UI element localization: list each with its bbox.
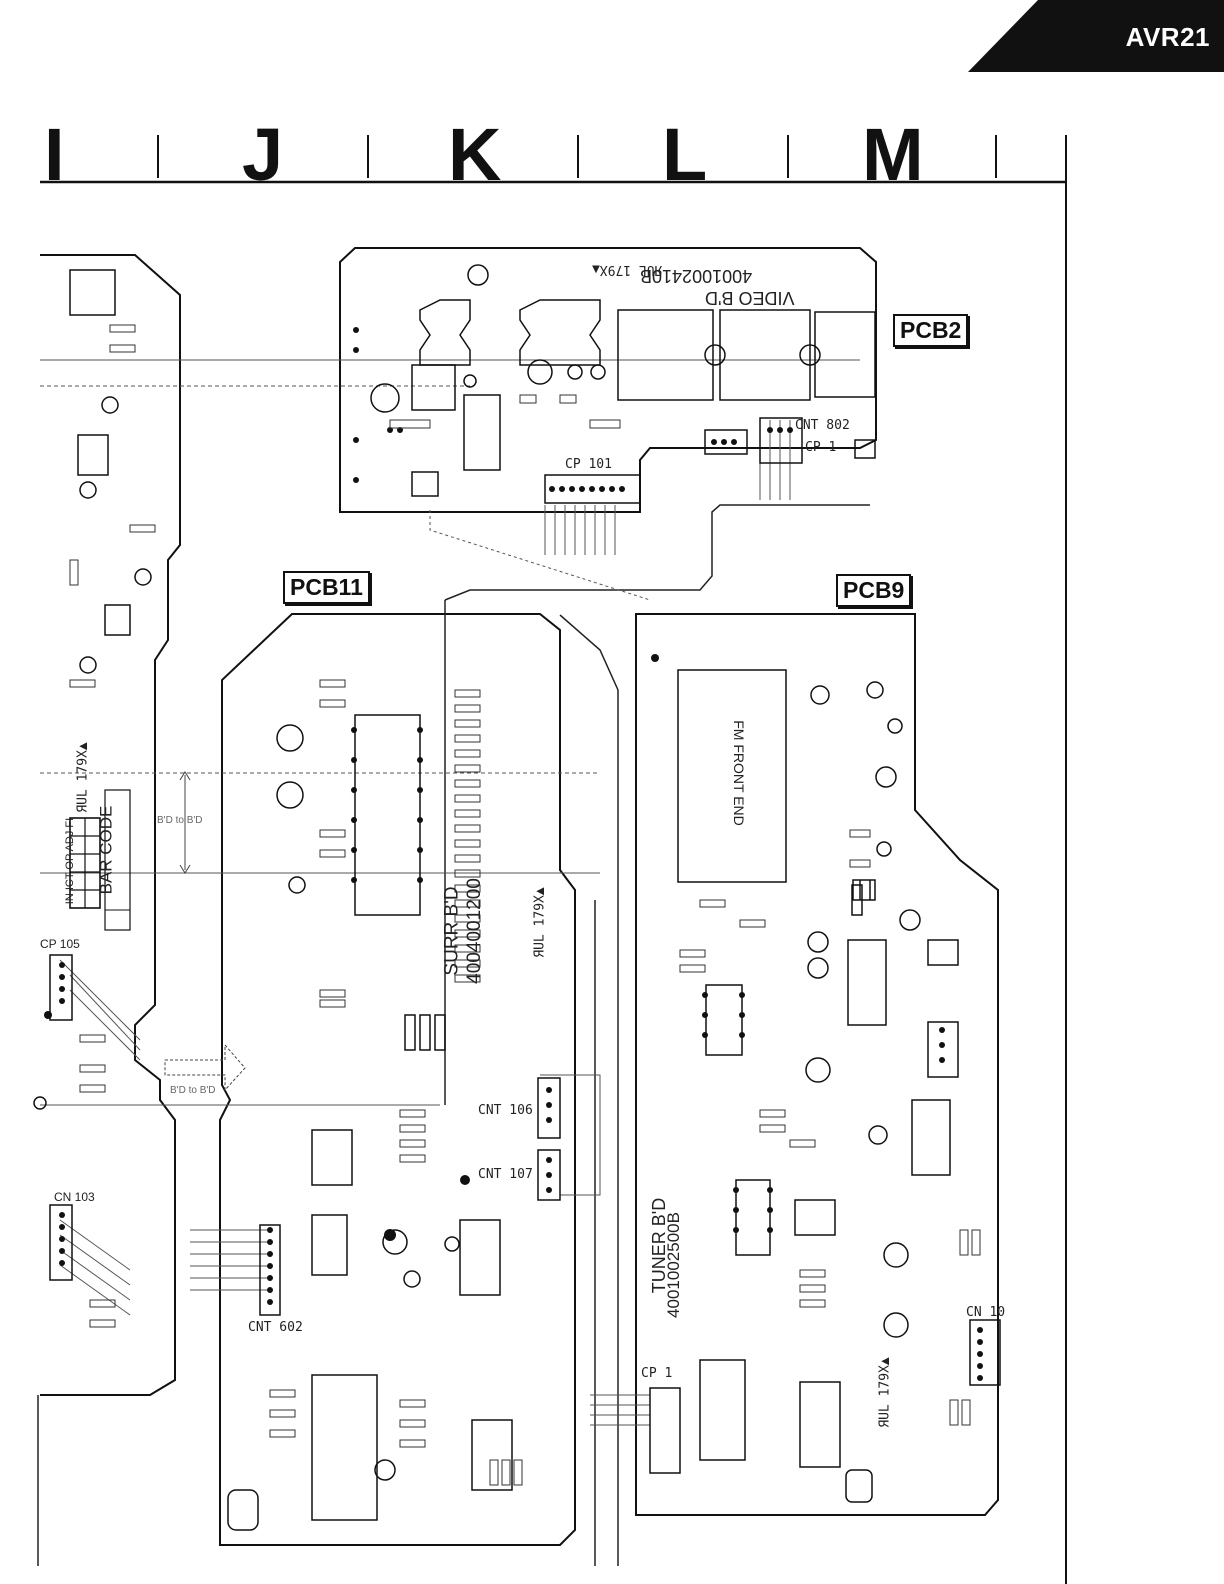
pcb9-components bbox=[650, 670, 1000, 1502]
pcb9-outline bbox=[636, 614, 998, 1515]
left-connector-cn103: CN 103 bbox=[54, 1190, 95, 1204]
pcb2-cert: ЯUL 179X▲ bbox=[592, 262, 662, 277]
left-bar-code: BAR CODE bbox=[96, 806, 116, 895]
pcb11-pins bbox=[267, 727, 552, 1305]
pcb9-connector-cn10: CN 10 bbox=[966, 1305, 1005, 1320]
pcb11-outline bbox=[220, 614, 575, 1545]
pcb2-connector-cnt802: CNT 802 bbox=[795, 418, 850, 433]
pcb11-connector-cnt107: CNT 107 bbox=[478, 1167, 533, 1182]
pcb2-board-name: VIDEO B'D bbox=[705, 287, 794, 308]
left-adj-header: IN ICT OP ADJ FI bbox=[64, 818, 76, 904]
pcb11-connector-cnt602: CNT 602 bbox=[248, 1320, 303, 1335]
left-board-pins bbox=[44, 962, 65, 1266]
pcb2-components bbox=[371, 265, 875, 503]
pcb2-label: PCB2 bbox=[893, 314, 968, 347]
pcb9-connector-cp1: CP 1 bbox=[641, 1366, 672, 1381]
pcb9-label: PCB9 bbox=[836, 574, 911, 607]
pcb11-components bbox=[228, 715, 560, 1530]
pcb11-connector-cnt106: CNT 106 bbox=[478, 1103, 533, 1118]
grid-frame bbox=[40, 135, 1066, 1584]
pcb9-cert: ЯUL 179X▲ bbox=[878, 1357, 893, 1427]
pcb2-connector-cp1: CP 1 bbox=[805, 440, 836, 455]
pcb2-connector-cp101: CP 101 bbox=[565, 457, 612, 472]
misc-parts bbox=[70, 325, 980, 1485]
pcb11-part-no: 4004001200 bbox=[464, 878, 486, 984]
pcb9-module-label: FM FRONT END bbox=[731, 720, 747, 826]
left-annotation-bd-to-bd-2: B'D to B'D bbox=[170, 1085, 216, 1096]
pcb11-board-name: SURR B'D bbox=[442, 886, 464, 975]
left-cert: ЯUL 179X▲ bbox=[76, 742, 91, 812]
left-annotation-bd-to-bd-1: B'D to B'D bbox=[157, 815, 203, 826]
left-connector-cp105: CP 105 bbox=[40, 937, 80, 951]
pcb11-cert: ЯUL 179X▲ bbox=[533, 887, 548, 957]
pcb9-pins bbox=[651, 654, 983, 1381]
pcb9-part-no: 4001002500B bbox=[664, 1212, 684, 1318]
pcb11-label: PCB11 bbox=[283, 571, 370, 604]
left-board-components bbox=[34, 270, 151, 1280]
